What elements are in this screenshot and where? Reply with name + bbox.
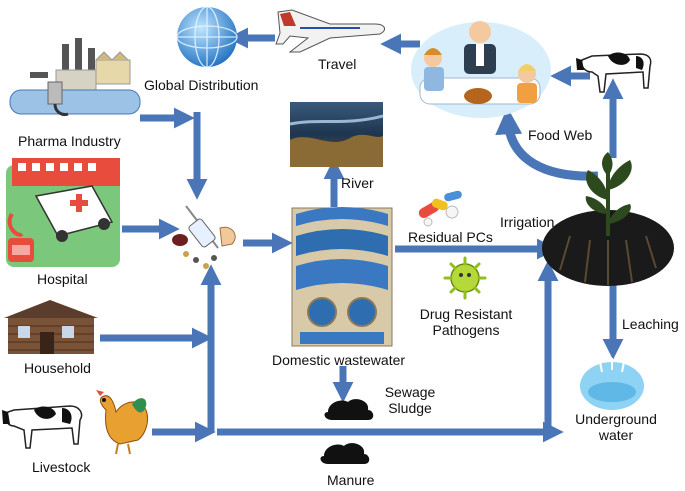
- rooster-icon: [96, 390, 149, 455]
- manure-icon: [320, 443, 370, 464]
- label-underground-line2: water: [598, 427, 634, 443]
- house-icon: [4, 300, 98, 354]
- label-drug-resistant-line2: Pathogens: [432, 322, 500, 338]
- label-river: River: [341, 175, 374, 191]
- label-sewage-line1: Sewage: [384, 384, 436, 400]
- label-travel: Travel: [318, 56, 357, 72]
- family-dinner-icon: [411, 21, 551, 118]
- label-livestock: Livestock: [32, 459, 91, 475]
- pathogen-icon: [443, 256, 487, 300]
- medicine-icon: [172, 205, 236, 269]
- label-sewage-sludge: Sewage Sludge: [380, 384, 440, 416]
- river-photo: [289, 102, 384, 167]
- label-hospital: Hospital: [37, 271, 88, 287]
- sludge-icon: [324, 399, 374, 420]
- label-household: Household: [24, 360, 91, 376]
- label-underground-water: Underground water: [566, 411, 666, 443]
- label-sewage-line2: Sludge: [388, 400, 432, 416]
- label-drug-resistant-line1: Drug Resistant: [419, 306, 513, 322]
- airplane-icon: [275, 9, 386, 53]
- underground-water-icon: [580, 358, 644, 410]
- label-leaching: Leaching: [622, 316, 679, 332]
- plant-icon: [542, 152, 674, 286]
- label-residual-pcs: Residual PCs: [408, 229, 493, 245]
- pills-icon: [418, 190, 462, 227]
- arrow-food-web: [495, 107, 599, 181]
- globe-icon: [176, 6, 238, 68]
- treatment-plant-icon: [291, 207, 393, 347]
- hospital-icon: [6, 158, 120, 267]
- label-food-web: Food Web: [528, 127, 593, 143]
- cow-icon: [576, 52, 652, 93]
- label-pharma-industry: Pharma Industry: [18, 133, 121, 149]
- factory-icon: [9, 38, 141, 116]
- arrows: [100, 27, 624, 443]
- label-manure: Manure: [327, 472, 375, 488]
- label-drug-resistant-pathogens: Drug Resistant Pathogens: [416, 306, 516, 338]
- label-irrigation: Irrigation: [500, 214, 555, 230]
- livestock-cow-icon: [2, 405, 83, 449]
- label-global-distribution: Global Distribution: [144, 77, 259, 93]
- label-underground-line1: Underground: [575, 411, 657, 427]
- label-domestic-wastewater: Domestic wastewater: [272, 352, 406, 368]
